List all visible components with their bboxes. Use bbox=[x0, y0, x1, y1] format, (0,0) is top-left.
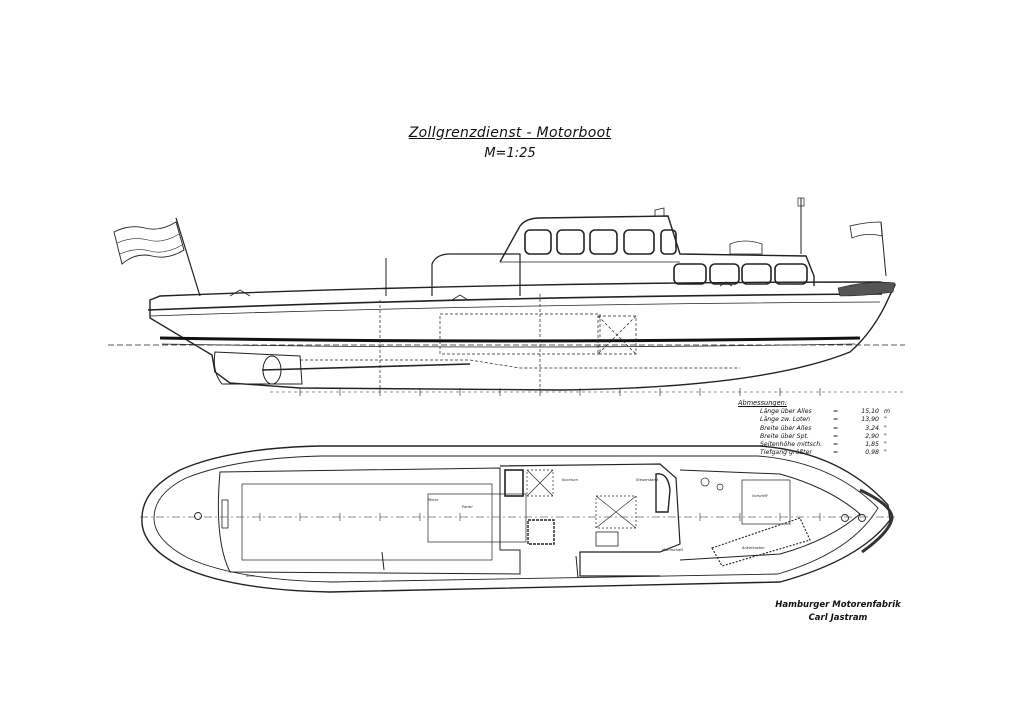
plan-seat bbox=[504, 469, 524, 497]
rudder-skeg bbox=[213, 351, 303, 385]
dimension-unit: " bbox=[884, 432, 887, 440]
side-elevation bbox=[108, 197, 905, 396]
plan-label-pantri: Pantri bbox=[462, 505, 473, 509]
wheelhouse bbox=[499, 215, 815, 286]
drawing-title: Zollgrenzdienst - Motorboot bbox=[408, 125, 612, 141]
plan-label-motor: Motor bbox=[428, 498, 439, 502]
drawing-scale: M=1:25 bbox=[484, 146, 536, 161]
dimensions-table: Abmessungen: Länge über Alles = 15,10 m … bbox=[738, 399, 898, 457]
dimension-unit: " bbox=[884, 424, 887, 432]
maker-name: Hamburger Motorenfabrik bbox=[775, 600, 901, 610]
upper-windows bbox=[524, 229, 677, 255]
dimension-value: 2,90 bbox=[865, 432, 879, 440]
machinery-hidden-lines bbox=[300, 294, 740, 390]
plan-hull-inner bbox=[153, 455, 879, 583]
dimension-row: Länge über Alles = 15,10 m bbox=[738, 408, 898, 416]
dimension-eq: = bbox=[833, 416, 839, 424]
dimension-unit: m bbox=[884, 408, 891, 416]
dimension-row: Breite über Spt. = 2,90 " bbox=[738, 433, 898, 441]
dimension-row: Seitenhöhe mittsch. = 1,85 " bbox=[738, 441, 898, 449]
plan-bow-fender bbox=[859, 488, 894, 554]
maker-person: Carl Jastram bbox=[808, 613, 868, 623]
plan-label-ankerkasten: Ankerkasten bbox=[742, 546, 765, 550]
dimension-unit: " bbox=[884, 416, 887, 424]
plan-label-kochrum: Kochrum bbox=[562, 478, 578, 482]
anchor-locker bbox=[711, 517, 811, 567]
plan-wheelhouse bbox=[499, 463, 681, 577]
plan-station-ticks bbox=[259, 513, 821, 521]
dimension-eq: = bbox=[833, 432, 839, 440]
dimension-unit: " bbox=[884, 449, 887, 457]
boot-top bbox=[159, 336, 861, 343]
dimension-value: 1,85 bbox=[865, 441, 879, 449]
dimensions-heading: Abmessungen: bbox=[738, 399, 788, 407]
dimension-row: Breite über Alles = 3,24 " bbox=[738, 425, 898, 433]
plan-label-mannschaft: Mannschaft bbox=[662, 548, 683, 552]
dimension-row: Tiefgang größter = 0,98 " bbox=[738, 449, 898, 457]
plan-label-schr: Schr. bbox=[246, 574, 255, 578]
dimension-row: Länge zw. Loten = 13,90 " bbox=[738, 416, 898, 424]
plan-label-vorschiff: Vorschiff bbox=[752, 494, 768, 498]
dimension-label: Tiefgang größter bbox=[760, 449, 812, 457]
aft-cockpit bbox=[241, 483, 493, 561]
dimension-eq: = bbox=[833, 424, 839, 432]
stern-flagpole bbox=[175, 217, 201, 297]
plan-view bbox=[140, 445, 895, 593]
dimension-label: Länge über Alles bbox=[760, 408, 812, 416]
dimension-label: Breite über Spt. bbox=[760, 432, 809, 440]
dimension-label: Länge zw. Loten bbox=[760, 416, 811, 424]
aft-deck bbox=[217, 467, 521, 575]
plan-hull-outer bbox=[141, 445, 891, 593]
station-ticks bbox=[299, 388, 821, 396]
plan-label-steuerstand: Steuerstand bbox=[636, 478, 658, 482]
maker-block: Hamburger Motorenfabrik Carl Jastram bbox=[768, 599, 908, 625]
forward-cabin bbox=[679, 469, 861, 561]
hull-outline bbox=[149, 281, 897, 391]
deck-light bbox=[729, 240, 763, 255]
aft-cabin bbox=[431, 253, 521, 296]
dimension-value: 15,10 bbox=[861, 408, 879, 416]
stern-flag bbox=[113, 221, 185, 265]
searchlight bbox=[654, 207, 665, 217]
bow-flag bbox=[849, 221, 883, 239]
dimension-unit: " bbox=[884, 441, 887, 449]
engine-room bbox=[427, 493, 527, 543]
bow-fender bbox=[837, 281, 896, 297]
dimension-eq: = bbox=[833, 449, 839, 457]
propeller-shaft bbox=[261, 363, 471, 371]
dimension-label: Seitenhöhe mittsch. bbox=[760, 441, 823, 449]
dimension-label: Breite über Alles bbox=[760, 424, 812, 432]
dimension-eq: = bbox=[833, 408, 839, 416]
dimension-value: 13,90 bbox=[861, 416, 879, 424]
dimension-eq: = bbox=[833, 441, 839, 449]
rubbing-strake bbox=[147, 293, 883, 311]
helm-console bbox=[655, 473, 671, 513]
dimension-value: 0,98 bbox=[865, 449, 879, 457]
lower-windows bbox=[673, 263, 808, 285]
dimension-value: 3,24 bbox=[865, 424, 879, 432]
